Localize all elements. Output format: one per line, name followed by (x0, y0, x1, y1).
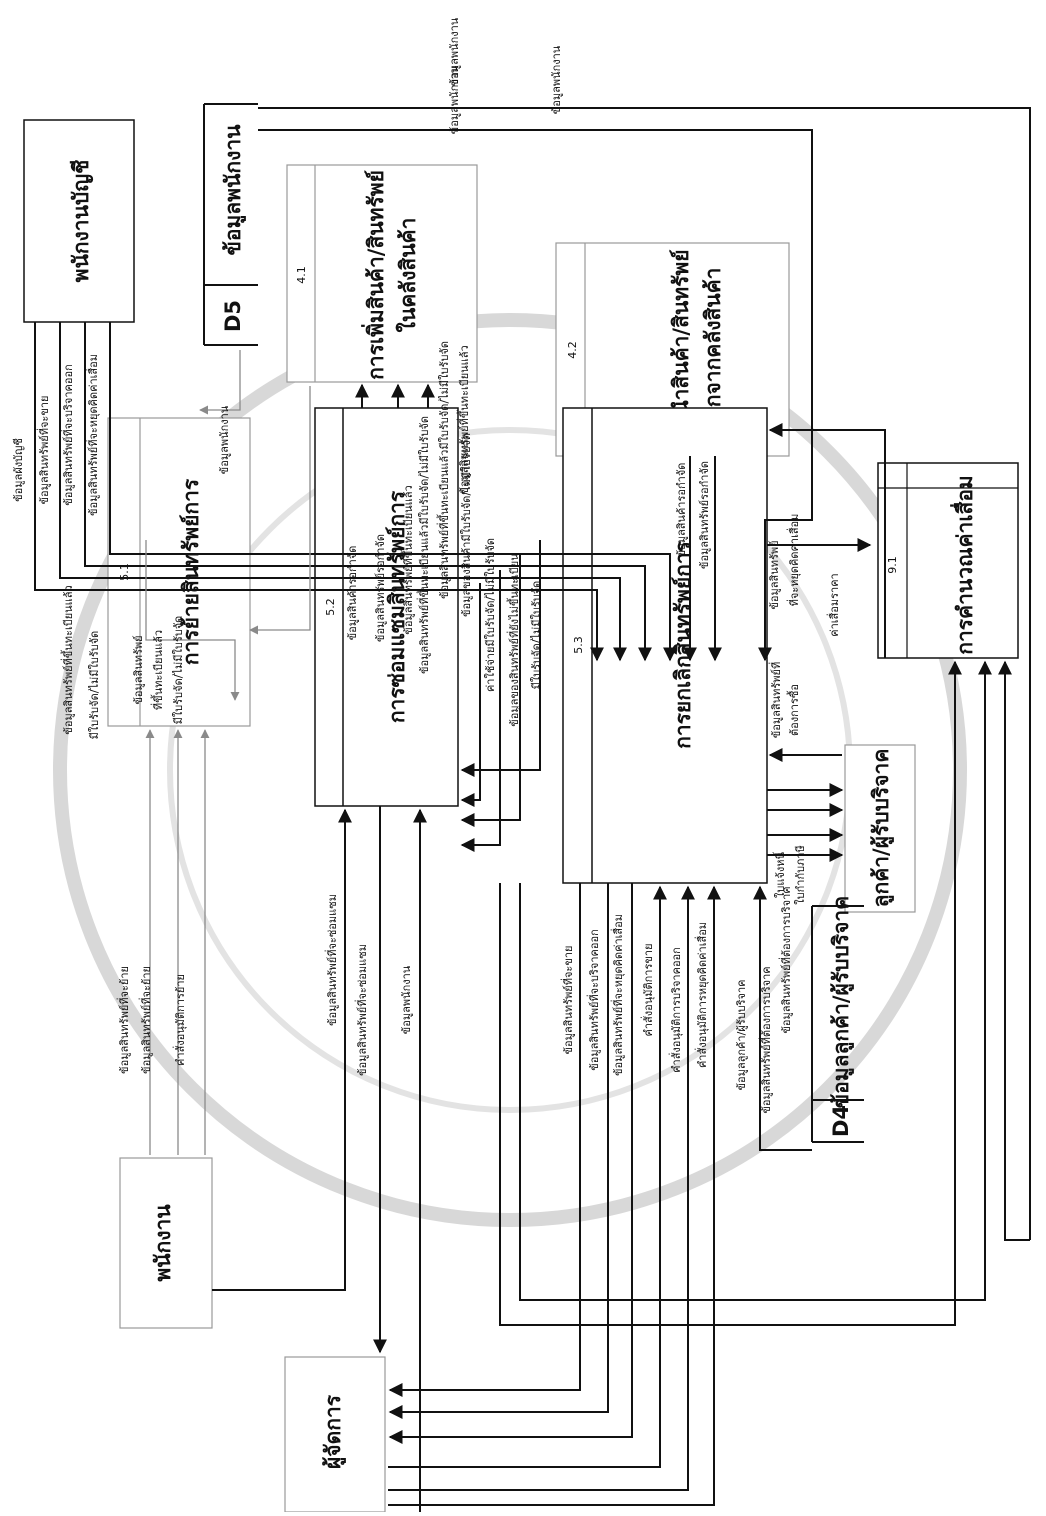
process-5-3-name: การยกเลิกสินทรัพย์การ (671, 540, 695, 749)
flow-label: คำสั่งอนุมัติการขาย (640, 943, 655, 1036)
flow-label: ข้อมูลของสินทรัพย์ที่ยังไม่ขึ้นทะเบียน (506, 553, 521, 727)
flow-lines (34, 107, 1031, 1512)
flow-label: ใบแจ้งหนี้ (772, 851, 787, 898)
entity-customer[interactable]: ลูกค้า/ผู้รับบริจาค (844, 744, 916, 913)
process-5-1-name: การย้ายสินทรัพย์การ (179, 478, 203, 665)
process-9-1-id: 9.1 (886, 556, 899, 574)
process-5-3[interactable]: 5.3 การยกเลิกสินทรัพย์การ (562, 407, 768, 884)
entity-accountant-label: พนักงานบัญชี (69, 160, 94, 283)
datastore-d5-name: ข้อมูลพนักงาน (221, 124, 247, 256)
entity-employee[interactable]: พนักงาน (119, 1157, 213, 1329)
flow-label: ข้อมูลสินทรัพย์ที่จะหยุดคิดค่าเสื่อม (85, 354, 100, 516)
flow-label: ข้อมูลสินทรัพย์ที่จะย้าย (116, 966, 131, 1074)
flow-label: ค่าใช้จ่ายมีใบรับจัด/ไม่มีใบรับจัด (484, 538, 497, 692)
flow-label: คำสั่งอนุมัติการบริจาคออก (668, 947, 683, 1073)
flow-label: ข้อมูลสินทรัพย์ที่ต้องการบริจาค (758, 966, 773, 1113)
flow-label: ข้อมูลสินทรัพย์ที่ต้องการบริจาค (778, 886, 793, 1033)
process-5-2-name: การซ่อมแซมสินทรัพย์การ (385, 490, 409, 723)
entity-customer-label: ลูกค้า/ผู้รับบริจาค (869, 749, 895, 908)
entity-manager[interactable]: ผู้จัดการ (284, 1356, 386, 1513)
flow-label: ข้อมูลสินทรัพย์ที่จะซ่อมแซม (354, 944, 369, 1076)
flow-label: มีใบรับจัด/ไม่มีใบรับจัด (88, 631, 101, 740)
process-4-1[interactable]: 4.1 การเพิ่มสินค้า/สินทรัพย์ ในคลังสินค้… (286, 164, 478, 383)
flow-label: ข้อมูลสินทรัพย์รอกำจัด (374, 534, 387, 642)
process-9-1-name: การคำนวณค่าเสื่อม (949, 475, 977, 655)
datastore-d4[interactable]: D4 ข้อมูลลูกค้า/ผู้รับบริจาค (811, 896, 864, 1143)
flow-label: ข้อมูลสินทรัพย์ที่ (768, 662, 783, 738)
flow-label: ข้อมูลสินทรัพย์ที่ขึ้นทะเบียนแล้ว (456, 345, 471, 494)
process-9-1[interactable]: 9.1 การคำนวณค่าเสื่อม (877, 462, 1019, 659)
flow-label: ข้อมูลสินทรัพย์ที่จะบริจาคออก (586, 929, 601, 1071)
flow-label: ข้อมูลลูกค้า/ผู้รับบริจาค (735, 980, 748, 1091)
flow-label: ข้อมูลผังบัญชี (12, 438, 25, 502)
datastore-d4-id: D4 (829, 1105, 853, 1137)
entity-accountant[interactable]: พนักงานบัญชี (23, 119, 135, 323)
flow-label: ข้อมูลสินทรัพย์ที่ขึ้นทะเบียนแล้วมีใบรับ… (436, 341, 451, 599)
process-4-2-name-2: ออกจากคลังสินค้า (701, 268, 725, 433)
process-5-2[interactable]: 5.2 การซ่อมแซมสินทรัพย์การ (314, 407, 459, 807)
process-5-3-id: 5.3 (572, 636, 585, 654)
flow-label: ข้อมูลสินทรัพย์รอกำจัด (698, 461, 711, 569)
process-5-1[interactable]: 5.1 การย้ายสินทรัพย์การ (107, 417, 251, 727)
process-5-2-id: 5.2 (324, 598, 337, 616)
flow-label: ข้อมูลของสินค้ามีใบรับจัด/ไม่มีใบรับจัด (460, 433, 473, 617)
flow-label: ข้อมูลสินค้ารอกำจัด (346, 546, 359, 641)
flow-label: ข้อมูลสินทรัพย์ที่จะบริจาคออก (60, 364, 75, 506)
flow-label: ที่จะหยุดคิดค่าเสื่อม (786, 514, 801, 607)
process-4-1-name-1: การเพิ่มสินค้า/สินทรัพย์ (360, 170, 388, 380)
entity-manager-label: ผู้จัดการ (321, 1394, 347, 1469)
flow-label: ค่าเสื่อมราคา (826, 573, 841, 637)
flow-label: คำสั่งอนุมัติการหยุดคิดค่าเสื่อม (694, 922, 709, 1068)
entity-employee-label: พนักงาน (151, 1204, 175, 1282)
flow-label: ข้อมูลสินทรัพย์ (132, 635, 145, 704)
flow-label: ข้อมูลพนักงาน (448, 17, 461, 86)
flow-labels: ข้อมูลพนักงาน ข้อมูลพนักงาน ข้อมูลพนักงา… (12, 17, 841, 1113)
flow-label: ข้อมูลสินทรัพย์ที่จะหยุดคิดค่าเสื่อม (610, 914, 625, 1076)
flow-label: ข้อมูลพนักงาน (448, 65, 461, 134)
flow-label: มีใบรับจัด/ไม่มีใบรับจัด (172, 616, 185, 725)
flow-label: ข้อมูลสินค้ารอกำจัด (675, 463, 688, 558)
process-4-1-id: 4.1 (295, 266, 308, 284)
flow-label: ต้องการซื้อ (786, 684, 801, 736)
process-5-1-id: 5.1 (118, 563, 131, 581)
flow-label: ข้อมูลสินทรัพย์ที่ขึ้นทะเบียนแล้ว (60, 585, 75, 734)
flow-label: ข้อมูลสินทรัพย์ที่จะซ่อมแซม (324, 894, 339, 1026)
flow-label: ใบกำกับภาษี (794, 845, 807, 905)
flow-label: ข้อมูลสินทรัพย์ที่ขึ้นทะเบียนแล้วมีใบรับ… (416, 416, 431, 674)
flow-label: ข้อมูลสินทรัพย์ (768, 540, 781, 609)
flow-label: ข้อมูลสินทรัพย์ที่จะขาย (560, 946, 575, 1055)
flow-label: ข้อมูลพนักงาน (400, 965, 413, 1034)
datastore-d5-id: D5 (221, 300, 245, 332)
flow-label: คำสั่งอนุมัติการย้าย (172, 974, 187, 1066)
flow-label: ข้อมูลสินทรัพย์ที่จะขาย (36, 396, 51, 505)
datastore-d5[interactable]: D5 ข้อมูลพนักงาน (203, 103, 258, 346)
flow-label: มีใบรับจัด/ไม่มีใบรับจัด (530, 581, 543, 690)
flow-label: ข้อมูลสินทรัพย์ที่ขึ้นทะเบียนแล้ว (400, 485, 415, 634)
process-4-1-name-2: ในคลังสินค้า (395, 218, 420, 333)
flow-label: ข้อมูลพนักงาน (218, 405, 231, 474)
flow-label: ข้อมูลสินทรัพย์ที่จะย้าย (138, 966, 153, 1074)
flow-label: ที่ขึ้นทะเบียนแล้ว (150, 630, 165, 710)
flow-label: ข้อมูลพนักงาน (550, 45, 563, 114)
datastore-d4-name: ข้อมูลลูกค้า/ผู้รับบริจาค (829, 896, 855, 1108)
process-4-2-id: 4.2 (566, 341, 579, 359)
